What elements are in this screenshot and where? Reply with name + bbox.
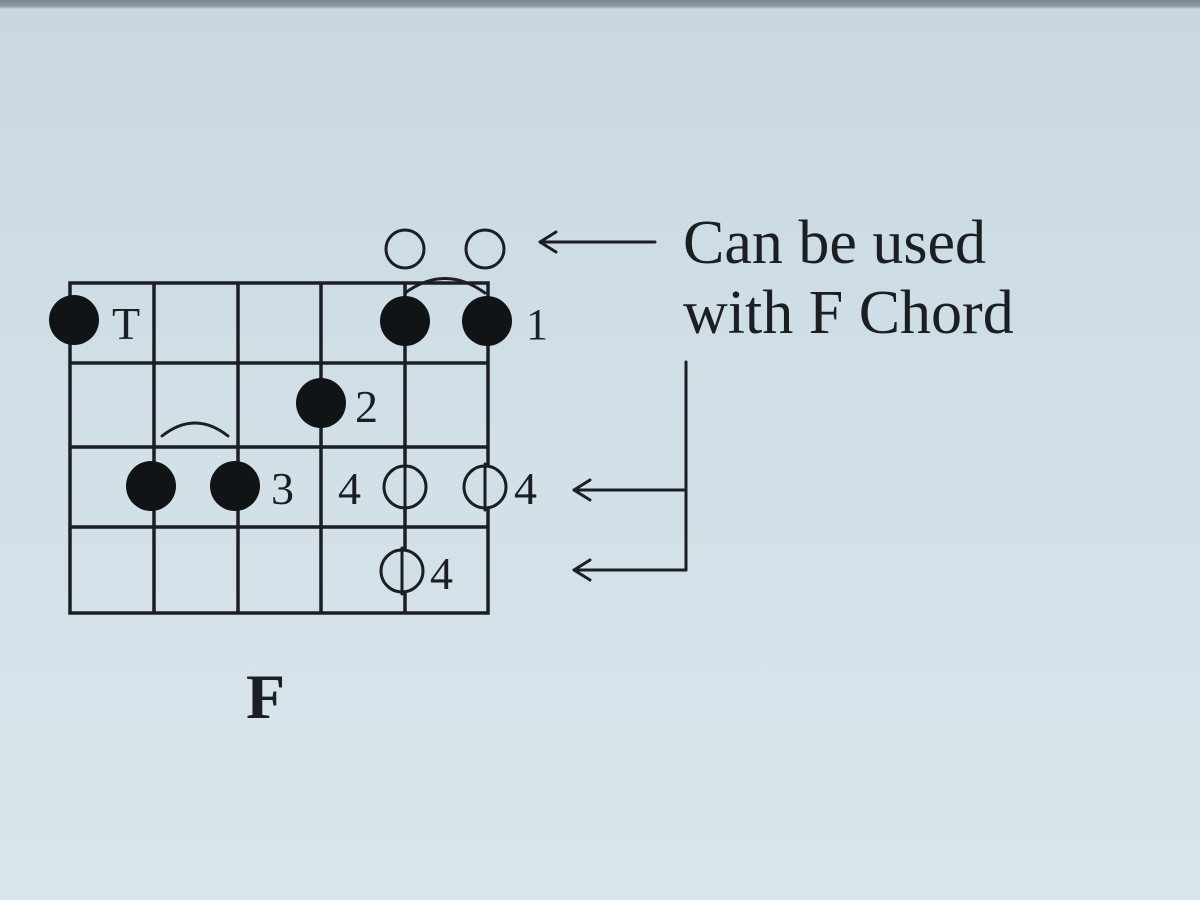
slur-arc-fret3 (160, 421, 230, 438)
filled-dot-string2-fret3 (126, 461, 176, 511)
thumb-label: T (112, 298, 140, 349)
finger-label-fret3-mid: 4 (338, 463, 361, 514)
bracket-arrows (572, 360, 688, 582)
filled-dot-thumb (49, 295, 99, 345)
optional-open-string-6-dot (464, 228, 506, 270)
note-line-2: with F Chord (683, 279, 1014, 347)
filled-dot-string5-fret1 (380, 296, 430, 346)
filled-dot-string3-fret3 (210, 461, 260, 511)
filled-dot-string6-fret1 (462, 296, 512, 346)
finger-label-fret2: 2 (355, 381, 378, 432)
chord-name: F (246, 661, 285, 732)
finger-label-fret3-left: 3 (271, 463, 294, 514)
finger-label-fret1: 1 (526, 300, 548, 349)
finger-label-fret4: 4 (430, 548, 453, 599)
filled-dot-string4-fret2 (296, 378, 346, 428)
note-arrow-top (538, 230, 657, 254)
finger-label-fret3-right: 4 (514, 463, 537, 514)
note-line-1: Can be used (683, 209, 986, 277)
optional-open-string-5-dot (384, 228, 426, 270)
slur-arc-fret1 (403, 277, 487, 295)
